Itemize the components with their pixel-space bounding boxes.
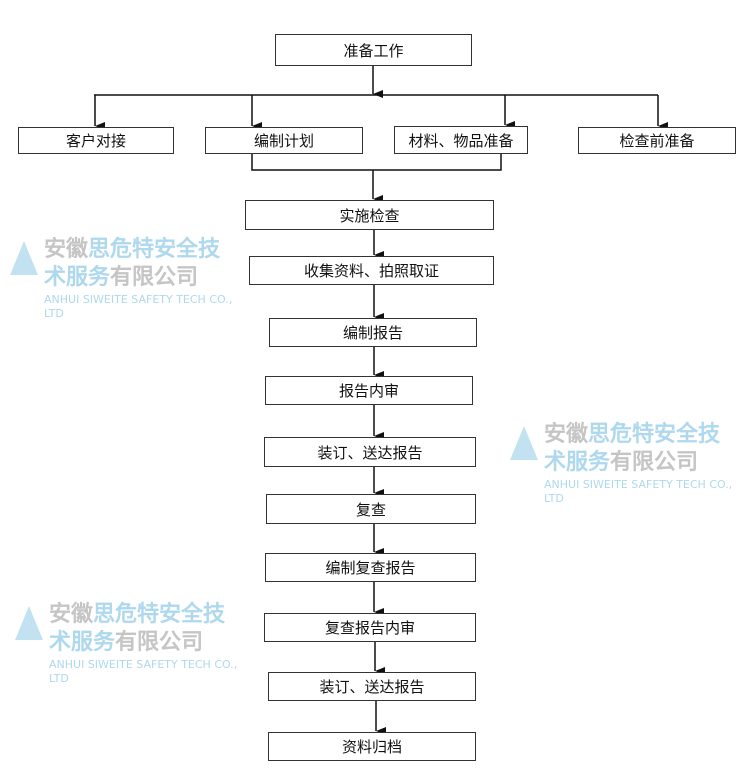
node-branch: 编制计划: [205, 127, 363, 154]
node-step: 复查: [266, 494, 476, 524]
node-branch: 材料、物品准备: [394, 126, 528, 154]
node-step: 报告内审: [265, 376, 473, 405]
merge-bracket: [251, 153, 502, 171]
node-step: 资料归档: [268, 732, 476, 761]
node-branch: 客户对接: [18, 127, 174, 154]
node-start: 准备工作: [275, 34, 472, 66]
node-step: 装订、送达报告: [264, 437, 476, 467]
node-branch: 检查前准备: [578, 127, 736, 154]
node-step: 收集资料、拍照取证: [249, 256, 494, 285]
node-step: 编制报告: [269, 318, 477, 347]
node-step: 装订、送达报告: [268, 672, 476, 701]
node-step: 编制复查报告: [265, 553, 476, 582]
node-step: 实施检查: [245, 200, 494, 230]
node-step: 复查报告内审: [264, 613, 476, 642]
